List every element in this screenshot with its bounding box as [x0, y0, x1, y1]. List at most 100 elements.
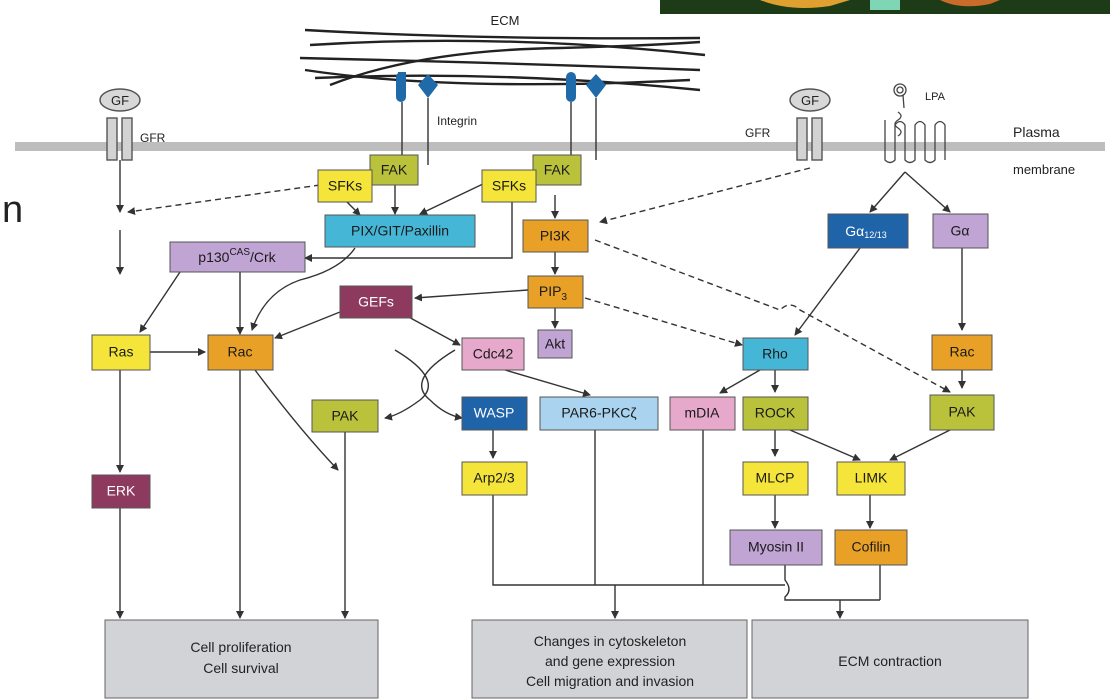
edge-gfr-right-pi3k — [599, 167, 811, 225]
gf-right-label: GF — [801, 93, 819, 108]
gfr-right-label: GFR — [745, 126, 771, 140]
outcome-cytoskeleton-line3: Cell migration and invasion — [526, 673, 694, 689]
node-akt — [537, 329, 573, 359]
edge-sfks2-p130 — [304, 198, 513, 262]
membrane-label: membrane — [1013, 162, 1075, 177]
node-fak-1 — [369, 154, 419, 186]
edge-cross-wasp — [420, 349, 463, 421]
node-sfks-1 — [317, 169, 373, 203]
node-par6-label: PAR6-PKCζ — [561, 405, 636, 421]
edge-gefs-cdc42 — [404, 314, 461, 346]
node-pak-2 — [929, 394, 995, 431]
edge-sfks2-pix — [419, 182, 486, 215]
node-fak-1-label: FAK — [381, 162, 408, 178]
edge-rock-limk — [789, 429, 861, 461]
node-sfks-2 — [481, 169, 537, 203]
node-myosin-ii — [729, 529, 823, 566]
outcome-proliferation-line2: Cell survival — [203, 660, 278, 676]
lpa-label: LPA — [925, 91, 946, 103]
node-galpha — [932, 213, 989, 249]
edge-pi3k-pak2 — [594, 239, 951, 393]
gfr-receptor-left — [99, 88, 141, 161]
node-limk-label: LIMK — [855, 470, 888, 486]
edge-text-fragment: n — [2, 189, 23, 231]
node-arp-label: Arp2/3 — [473, 470, 514, 486]
node-limk — [836, 461, 906, 496]
node-pak-2-label: PAK — [949, 404, 977, 420]
outcome-cytoskeleton — [471, 619, 748, 699]
outcome-ecm-contraction-label: ECM contraction — [838, 653, 941, 669]
edge-cdc42-par6 — [504, 369, 591, 397]
node-cdc42 — [461, 337, 525, 371]
gfr-receptor-right — [789, 88, 831, 161]
edge-p130-ras — [139, 271, 181, 333]
outcome-cytoskeleton-line2: and gene expression — [545, 653, 675, 669]
node-gefs — [339, 285, 413, 319]
edge-sfks1-left — [127, 184, 321, 215]
node-pak-1 — [311, 399, 379, 433]
integrin-right — [566, 72, 606, 160]
edge-pip3-rho — [584, 297, 743, 347]
node-rho-label: Rho — [762, 346, 788, 362]
edge-rac-out — [254, 369, 339, 471]
plasma-label: Plasma — [1013, 124, 1060, 140]
edge-lpa-ga1213 — [869, 171, 906, 213]
outcome-cytoskeleton-line1: Changes in cytoskeleton — [534, 633, 687, 649]
node-cofilin — [834, 529, 908, 566]
node-galpha-label: Gα — [951, 223, 970, 239]
node-rac-1 — [207, 334, 274, 371]
edge-myosin-bus — [784, 565, 880, 601]
node-wasp-label: WASP — [474, 405, 515, 421]
pathway-edges — [116, 160, 966, 619]
edge-gefs-rac — [274, 311, 341, 340]
integrin-left — [396, 72, 438, 165]
outcome-boxes: Cell proliferation Cell survival Changes… — [104, 619, 1029, 699]
plasma-membrane — [15, 142, 1105, 151]
node-p130-label: p130CAS/Crk — [198, 247, 276, 265]
gfr-left-label: GFR — [140, 131, 166, 145]
edge-bus-mid — [492, 495, 785, 586]
node-mlcp-label: MLCP — [756, 470, 795, 486]
integrin-label: Integrin — [437, 114, 477, 128]
node-par6-pkc — [539, 396, 659, 431]
node-sfks-2-label: SFKs — [492, 178, 526, 194]
node-rac-2-label: Rac — [950, 344, 975, 360]
node-cofilin-label: Cofilin — [852, 539, 891, 555]
node-wasp — [461, 396, 528, 431]
node-erk-label: ERK — [107, 483, 136, 499]
pathway-nodes: FAK SFKs FAK SFKs PIX/GIT/Paxillin p130C… — [91, 154, 995, 566]
node-pix-git-paxillin — [324, 214, 476, 248]
node-rock — [742, 396, 809, 431]
node-mlcp — [742, 461, 809, 496]
node-fak-2-label: FAK — [544, 162, 571, 178]
lpa-receptor — [884, 83, 946, 164]
node-pak-1-label: PAK — [332, 408, 360, 424]
outcome-ecm-contraction — [751, 619, 1029, 699]
node-rac-1-label: Rac — [228, 344, 253, 360]
node-gefs-label: GEFs — [358, 294, 394, 310]
node-rac-2 — [931, 334, 993, 371]
edge-ga1213-rho — [794, 247, 861, 336]
node-myosin-label: Myosin II — [748, 539, 804, 555]
node-mdia-label: mDIA — [685, 405, 721, 421]
gf-left-label: GF — [111, 93, 129, 108]
edge-pip3-gefs — [414, 289, 529, 302]
edge-lpa-ga — [904, 171, 951, 213]
node-cdc42-label: Cdc42 — [473, 346, 514, 362]
edge-cross-pak — [384, 349, 430, 421]
node-mdia — [669, 396, 736, 431]
node-pi3k-label: PI3K — [540, 228, 571, 244]
node-pip3-label: PIP3 — [539, 283, 568, 303]
node-pip3 — [527, 275, 584, 309]
photo-fragment — [660, 0, 1110, 14]
node-pi3k — [522, 219, 589, 253]
node-erk — [91, 474, 151, 509]
node-ras-label: Ras — [109, 344, 134, 360]
edge-pix-rac — [250, 247, 356, 331]
node-rock-label: ROCK — [755, 405, 796, 421]
ecm-label: ECM — [491, 13, 520, 28]
ecm-fibers — [299, 28, 706, 92]
node-ras — [91, 334, 151, 371]
node-galpha-12-13-label: Gα12/13 — [845, 223, 887, 241]
